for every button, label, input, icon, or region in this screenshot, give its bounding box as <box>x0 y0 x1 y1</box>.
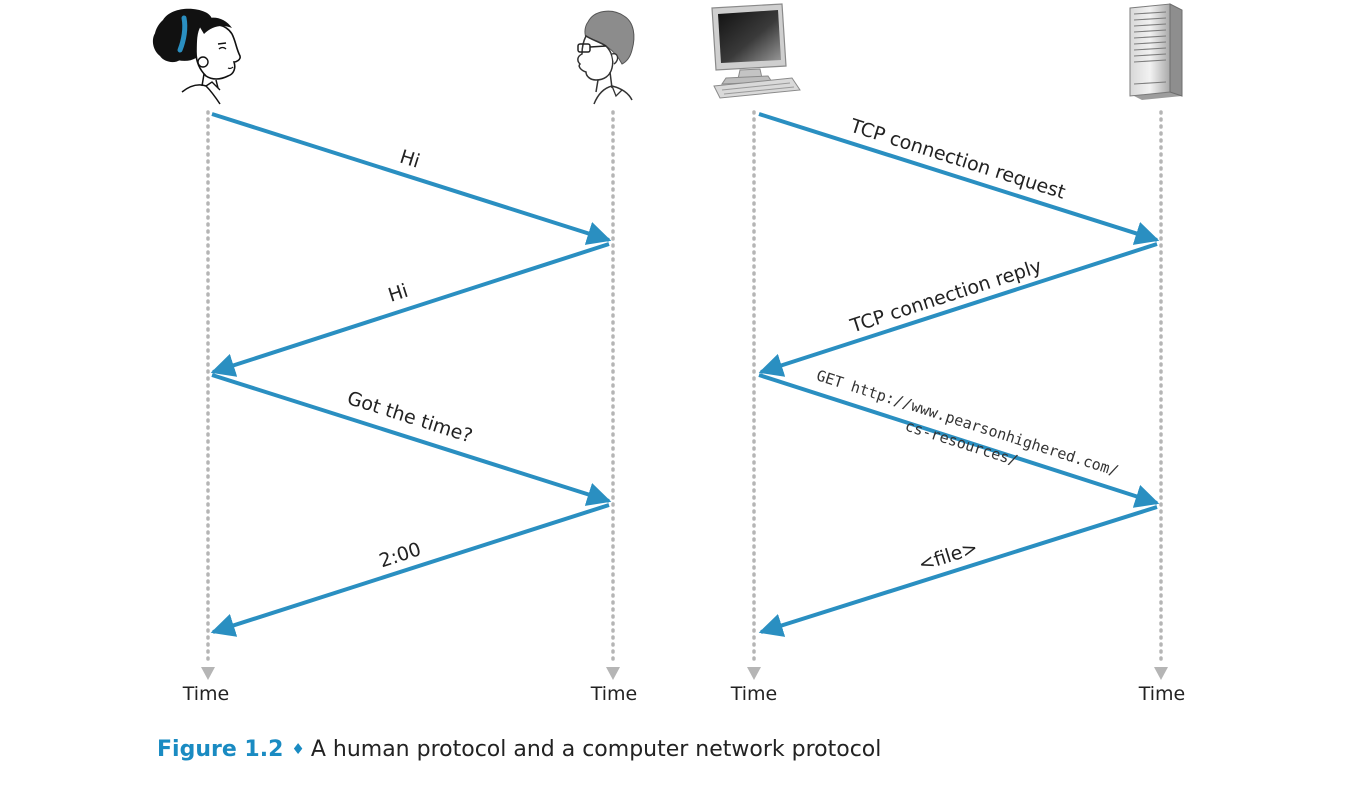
figure-number: Figure 1.2 <box>157 737 284 762</box>
message-label-tcp-reply: TCP connection reply <box>847 255 1045 338</box>
figure-caption-text: A human protocol and a computer network … <box>310 737 882 762</box>
message-label-get-request-line1: GET http://www.pearsonhighered.com/ <box>814 366 1120 480</box>
message-label-hi-reply: Hi <box>385 280 410 307</box>
message-label-tcp-request: TCP connection request <box>847 115 1068 204</box>
time-label-client: Time <box>730 683 778 705</box>
protocol-figure: Time Time Time Time Hi Hi Got the time? … <box>152 3 1186 705</box>
message-arrow-get-request <box>758 373 1160 508</box>
timeline-server <box>1154 110 1168 680</box>
message-arrow-got-the-time <box>211 373 612 506</box>
diamond-separator-icon: ♦ <box>291 740 305 758</box>
message-arrow-tcp-request <box>758 112 1160 245</box>
timeline-client <box>747 110 761 680</box>
message-label-file-reply: <file> <box>916 537 981 576</box>
woman-icon <box>152 8 241 105</box>
figure-caption: Figure 1.2 ♦ A human protocol and a comput… <box>157 737 881 762</box>
time-label-man: Time <box>590 683 638 705</box>
man-icon <box>577 10 635 105</box>
message-arrow-tcp-reply <box>758 242 1158 377</box>
time-label-woman: Time <box>182 683 230 705</box>
message-arrow-hi-request <box>211 112 612 245</box>
message-label-hi-request: Hi <box>397 146 422 173</box>
message-arrow-hi-reply <box>210 242 610 377</box>
desktop-computer-icon <box>711 3 801 99</box>
timeline-man <box>606 110 620 680</box>
timeline-woman <box>201 110 215 680</box>
server-tower-icon <box>1129 3 1183 100</box>
message-arrow-time-reply <box>210 503 610 637</box>
message-arrow-file-reply <box>758 505 1158 637</box>
time-label-server: Time <box>1138 683 1186 705</box>
